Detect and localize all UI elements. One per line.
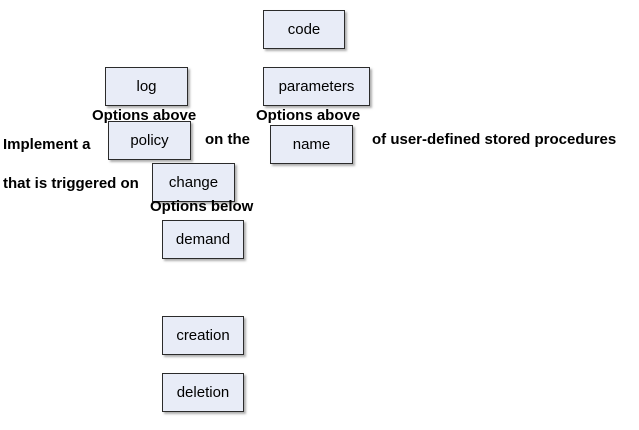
option-creation-label: creation [176, 327, 230, 344]
sentence-part-on-the: on the [205, 131, 250, 148]
options-above-label-2: Options above [256, 107, 361, 124]
option-deletion[interactable]: deletion [162, 373, 244, 412]
slot-policy[interactable]: policy [108, 121, 191, 160]
option-deletion-label: deletion [176, 384, 230, 401]
option-parameters-label: parameters [278, 78, 355, 95]
option-code[interactable]: code [263, 10, 345, 49]
option-parameters[interactable]: parameters [263, 67, 370, 106]
option-log[interactable]: log [105, 67, 188, 106]
option-code-label: code [287, 21, 321, 38]
sentence-part-implement: Implement a [3, 136, 91, 153]
sentence-part-stored-procedures: of user-defined stored procedures [372, 131, 617, 148]
options-above-label-1: Options above [92, 107, 197, 124]
sentence-part-triggered-on: that is triggered on [3, 175, 139, 192]
slot-name-label: name [292, 136, 331, 153]
slot-name[interactable]: name [270, 125, 353, 164]
option-demand[interactable]: demand [162, 220, 244, 259]
slot-policy-label: policy [130, 132, 169, 149]
option-log-label: log [136, 78, 157, 95]
option-creation[interactable]: creation [162, 316, 244, 355]
slot-change-label: change [168, 174, 219, 191]
slot-change[interactable]: change [152, 163, 235, 202]
option-demand-label: demand [175, 231, 231, 248]
options-below-label: Options below [150, 198, 254, 215]
